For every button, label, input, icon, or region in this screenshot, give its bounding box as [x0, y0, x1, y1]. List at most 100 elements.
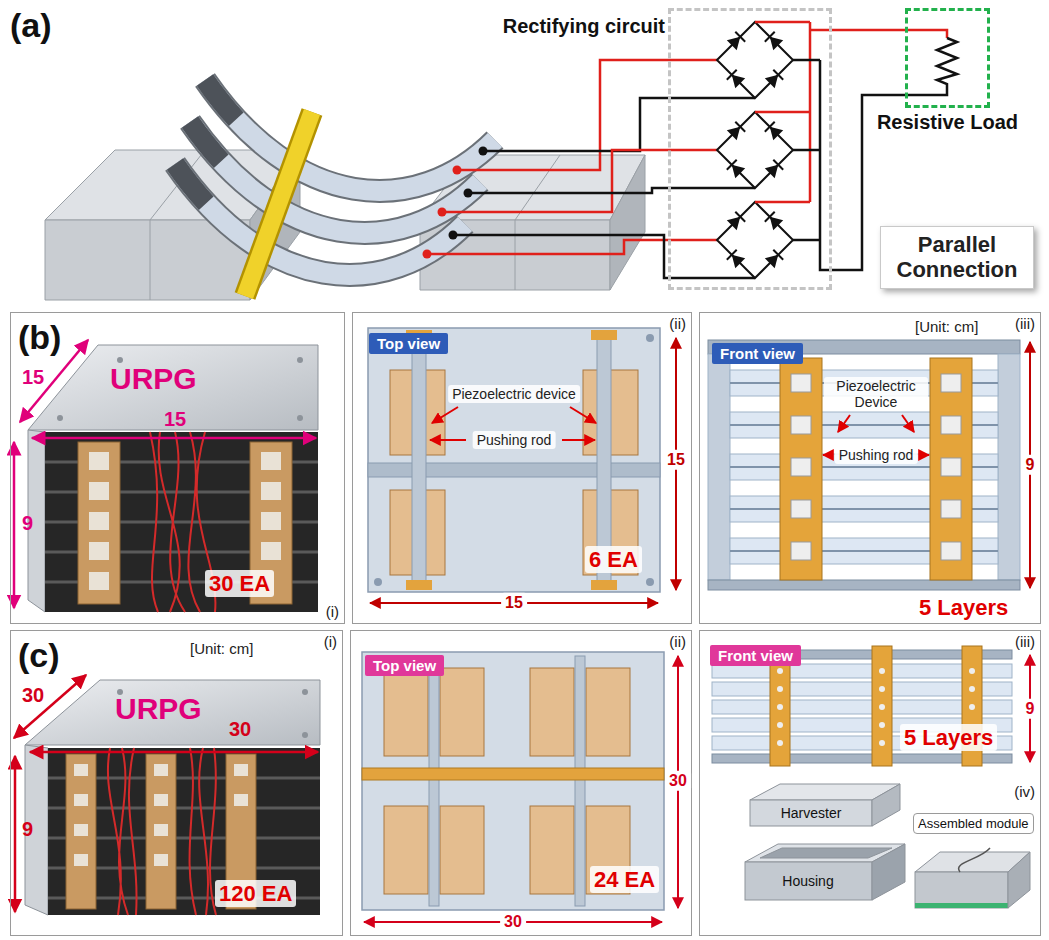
callout-arrow — [823, 454, 832, 456]
device-photo — [28, 345, 318, 430]
front-view-drawing — [879, 722, 885, 728]
dimension: 15 — [501, 593, 527, 613]
device-photo — [261, 512, 281, 530]
front-view-drawing — [969, 704, 975, 710]
device-photo — [234, 794, 248, 806]
support-block — [610, 155, 645, 290]
bridge-rectifier — [717, 22, 793, 278]
module-photo — [915, 848, 1030, 908]
top-view-drawing — [368, 328, 660, 592]
device-photo — [48, 748, 320, 915]
bridge-rectifier — [765, 122, 783, 140]
top-view-drawing — [646, 578, 654, 586]
module-photo — [959, 848, 990, 872]
lead-wire — [453, 235, 755, 278]
piezo-cantilever — [175, 164, 465, 275]
resistor-symbol — [905, 30, 947, 38]
front-view-drawing — [941, 542, 961, 560]
device-photo — [234, 764, 248, 776]
device-photo — [302, 689, 308, 695]
front-view-drawing — [791, 416, 811, 434]
lead-wire — [483, 98, 755, 151]
callout-arrow — [562, 439, 595, 441]
dimension: 30 — [665, 771, 691, 791]
bridge-rectifier — [727, 160, 745, 178]
bridge-rectifier — [765, 160, 783, 178]
view-tag: Front view — [710, 645, 801, 666]
group-title: Rectifying circuit — [503, 15, 665, 38]
top-view-drawing — [362, 652, 664, 910]
top-view-drawing — [412, 334, 426, 586]
front-view-drawing — [941, 416, 961, 434]
front-view-drawing — [930, 358, 972, 580]
front-view-drawing — [777, 704, 783, 710]
pushing-rod — [245, 112, 312, 296]
device-count: 6 EA — [585, 546, 642, 573]
output-wire — [793, 60, 832, 270]
front-view-drawing — [791, 458, 811, 476]
front-view-drawing — [791, 500, 811, 518]
top-view-drawing — [374, 578, 382, 586]
resistor-symbol — [905, 30, 957, 95]
group-title: Resistive Load — [877, 111, 1018, 134]
device-photo — [302, 732, 308, 738]
module-photo — [915, 872, 1008, 908]
front-view-drawing — [780, 358, 822, 580]
housing-part — [745, 862, 872, 900]
part-label: Harvester — [781, 805, 842, 821]
part-label: Housing — [782, 873, 833, 889]
front-view-drawing — [777, 740, 783, 746]
dimension-arrow — [14, 340, 316, 608]
housing-part — [760, 848, 892, 858]
device-photo — [154, 854, 168, 866]
load-group: Resistive Load — [905, 8, 990, 108]
device-count: 120 EA — [215, 880, 296, 907]
front-view-drawing — [969, 686, 975, 692]
front-view-drawing — [879, 740, 885, 746]
bridge-rectifier — [717, 202, 793, 278]
front-view-drawing — [708, 580, 1020, 590]
top-view-drawing — [362, 652, 664, 910]
device-photo — [74, 764, 88, 776]
front-view-drawing — [969, 668, 975, 674]
view-tag: Top view — [365, 655, 444, 676]
callout-arrow — [570, 407, 596, 423]
front-view-drawing — [998, 354, 1020, 580]
callout-label: Piezoelectric device — [448, 385, 580, 403]
device-photo — [57, 415, 63, 421]
subpanel-tag: (i) — [326, 603, 339, 620]
callout-arrow — [430, 439, 466, 441]
panel-letter: (c) — [18, 636, 60, 675]
device-photo — [25, 680, 320, 915]
top-view-drawing — [530, 668, 574, 756]
top-view-drawing — [591, 580, 617, 590]
lead-wire — [423, 60, 756, 278]
layer-count: 5 Layers — [915, 594, 1012, 621]
dimension-arrow — [32, 437, 316, 440]
dimension-arrow — [14, 756, 17, 912]
bridge-rectifier — [727, 250, 745, 268]
device-photo — [74, 854, 88, 866]
device-photo — [28, 345, 318, 612]
front-view-drawing — [777, 722, 783, 728]
device-photo — [89, 512, 109, 530]
device-photo — [74, 824, 88, 836]
layer-count: 5 Layers — [900, 724, 997, 751]
top-view-drawing — [440, 668, 484, 756]
front-view-drawing — [879, 668, 885, 674]
view-tag: Front view — [712, 343, 803, 364]
lead-wire — [479, 147, 488, 156]
top-view-drawing — [384, 806, 428, 894]
note-text: Parallel Connection — [893, 232, 1021, 283]
subpanel-tag: (iv) — [1014, 783, 1035, 800]
positive-wire — [832, 29, 905, 32]
view-title: Top view — [377, 335, 440, 352]
lead-wire — [464, 189, 473, 198]
bridge-rectifier — [727, 70, 745, 88]
dimension-arrow — [14, 675, 318, 912]
subpanel-tag: (i) — [324, 633, 337, 650]
callout-arrow — [838, 415, 850, 432]
device-photo — [89, 482, 109, 500]
